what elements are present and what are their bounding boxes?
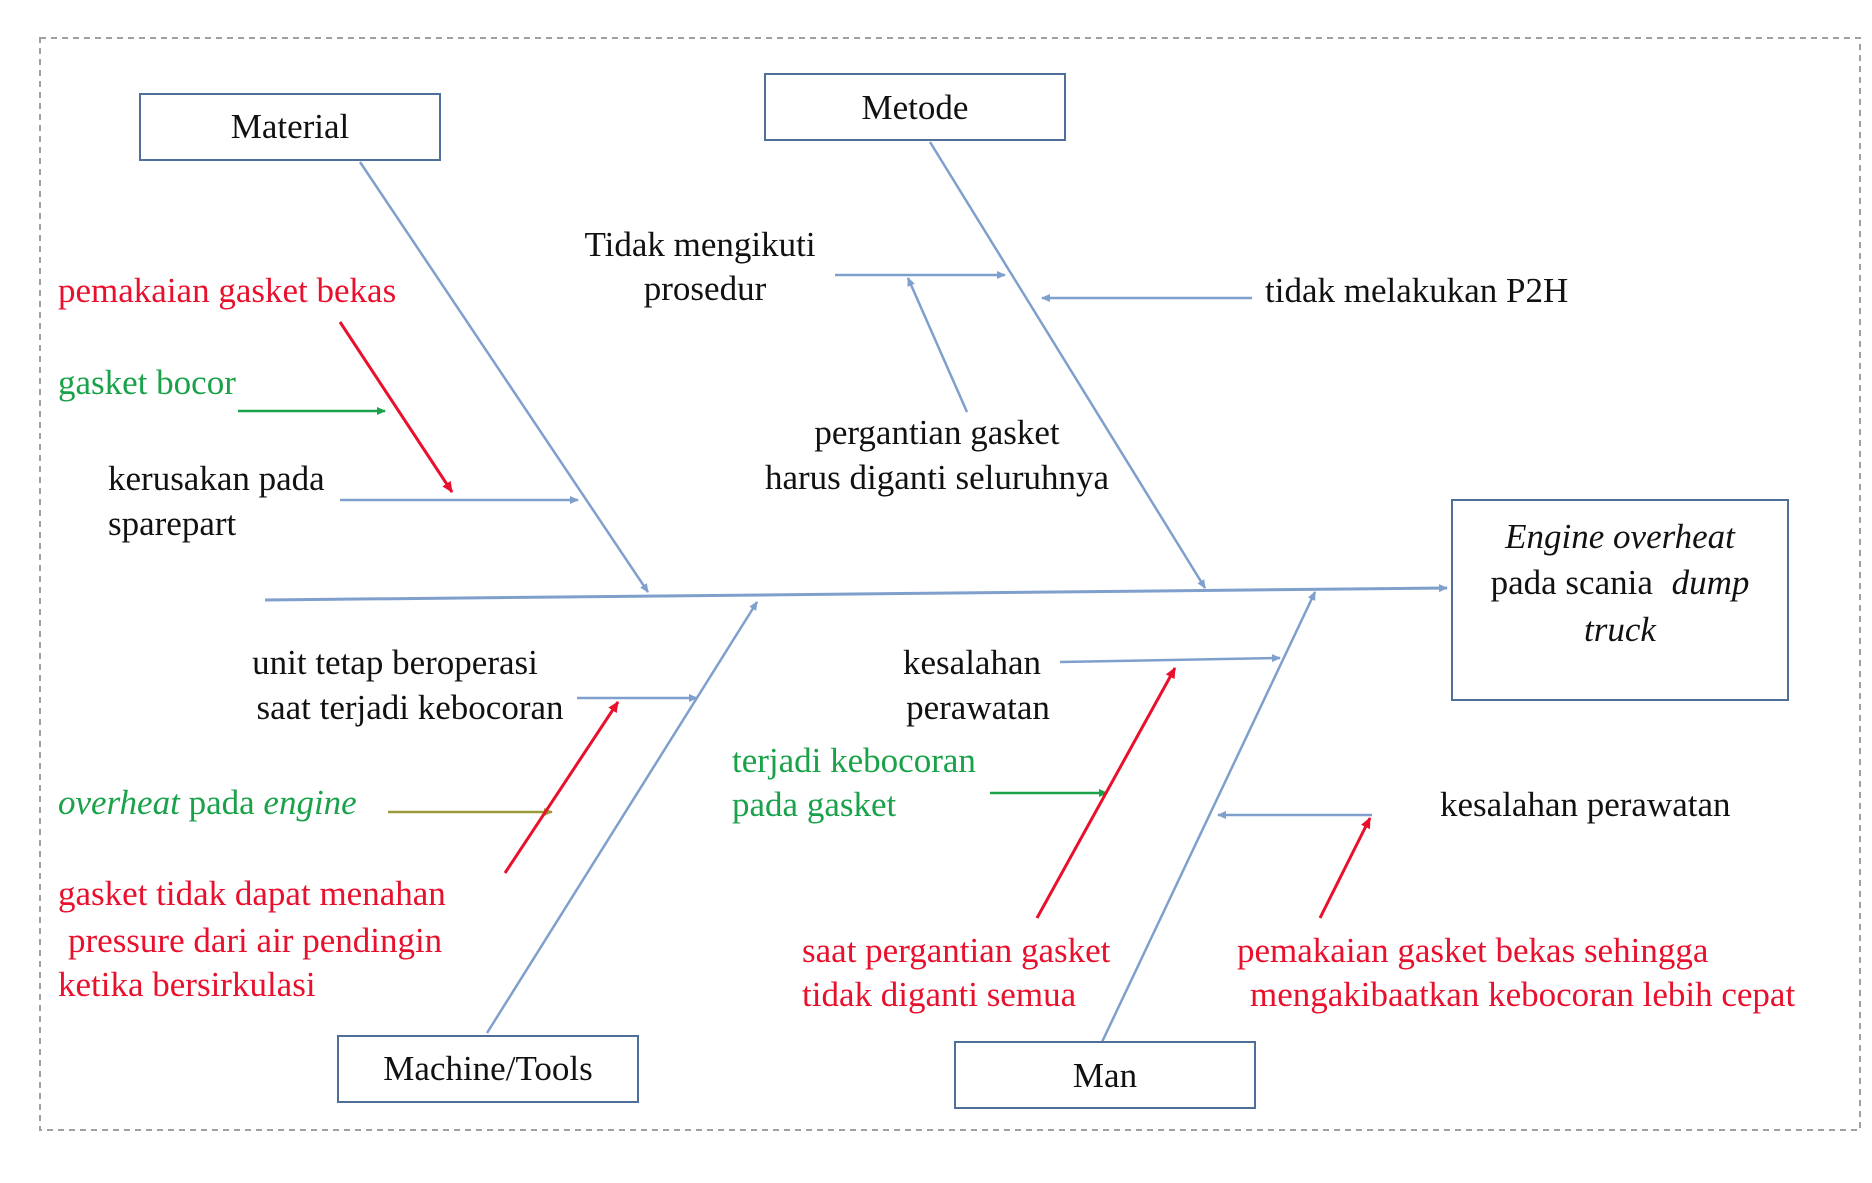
category-man: Man xyxy=(954,1041,1256,1109)
bone-man xyxy=(1100,591,1317,1043)
arrow-saat-pergantian xyxy=(1035,667,1177,919)
arrow-pemakaian-sehingga xyxy=(1318,817,1372,919)
bone-material xyxy=(358,161,650,593)
category-machine: Machine/Tools xyxy=(337,1035,639,1103)
cause-kesalahan-perawatan: kesalahan perawatan xyxy=(1440,785,1731,824)
cause-pemakaian-sehingga-line2: mengakibaatkan kebocoran lebih cepat xyxy=(1250,975,1795,1014)
cause-kerusakan-line2: sparepart xyxy=(108,504,237,543)
cause-pergantian-line1: pergantian gasket xyxy=(814,413,1060,452)
cause-tidak-p2h: tidak melakukan P2H xyxy=(1265,271,1568,310)
cause-unit-line1: unit tetap beroperasi xyxy=(252,643,538,682)
cause-pemakaian-sehingga-line1: pemakaian gasket bekas sehingga xyxy=(1237,931,1709,970)
category-label: Machine/Tools xyxy=(383,1049,592,1088)
category-box xyxy=(764,73,1066,141)
effect-box-border xyxy=(1451,499,1789,701)
cause-unit-line2: saat terjadi kebocoran xyxy=(256,688,563,727)
effect-line-1: Engine overheat xyxy=(1504,517,1736,556)
effect-line-2: pada scania dump xyxy=(1491,563,1750,602)
arrow-pergantian-gasket xyxy=(906,277,969,413)
bone-metode xyxy=(928,141,1207,589)
cause-gasket-tidak-line1: gasket tidak dapat menahan xyxy=(58,874,446,913)
cause-gasket-bocor: gasket bocor xyxy=(58,363,236,402)
cause-kesalahan-line1: kesalahan xyxy=(903,643,1041,682)
category-label: Metode xyxy=(862,88,969,127)
category-material: Material xyxy=(139,93,441,161)
effect-box: Engine overheat pada scania dump truck xyxy=(1451,499,1789,701)
category-box xyxy=(954,1041,1256,1109)
effect-line-3: truck xyxy=(1584,610,1657,649)
dashed-frame xyxy=(39,37,1861,1131)
category-label: Man xyxy=(1073,1056,1137,1095)
cause-terjadi-line2: pada gasket xyxy=(732,785,897,824)
category-box xyxy=(337,1035,639,1103)
cause-overheat-b: pada xyxy=(189,783,264,822)
category-metode: Metode xyxy=(764,73,1066,141)
cause-kesalahan-line2: perawatan xyxy=(906,688,1050,727)
cause-overheat-a: overheat xyxy=(58,783,181,822)
cause-saat-line2: tidak diganti semua xyxy=(802,975,1077,1014)
cause-saat-line1: saat pergantian gasket xyxy=(802,931,1111,970)
cause-tidak-mengikuti-line2: prosedur xyxy=(644,269,767,308)
effect-line-2a: pada scania xyxy=(1491,563,1654,602)
effect-line-2b: dump xyxy=(1672,563,1750,602)
cause-tidak-mengikuti-line1: Tidak mengikuti xyxy=(584,225,815,264)
cause-overheat: overheat pada engine xyxy=(58,783,357,822)
bone-machine xyxy=(485,601,759,1034)
cause-gasket-tidak-line3: ketika bersirkulasi xyxy=(58,965,316,1004)
arrow-kesalahan xyxy=(1059,654,1281,664)
category-label: Material xyxy=(231,107,350,146)
cause-terjadi-line1: terjadi kebocoran xyxy=(732,741,976,780)
cause-overheat-c: engine xyxy=(263,783,356,822)
cause-kerusakan-line1: kerusakan pada xyxy=(108,459,325,498)
cause-pergantian-line2: harus diganti seluruhnya xyxy=(765,458,1110,497)
cause-pemakaian-gasket-bekas: pemakaian gasket bekas xyxy=(58,271,396,310)
category-box xyxy=(139,93,441,161)
spine-line xyxy=(264,584,1448,602)
arrow-pemakaian-gasket-bekas xyxy=(338,321,454,493)
cause-gasket-tidak-line2: pressure dari air pendingin xyxy=(68,921,442,960)
arrow-gasket-tidak-dapat xyxy=(503,701,620,874)
